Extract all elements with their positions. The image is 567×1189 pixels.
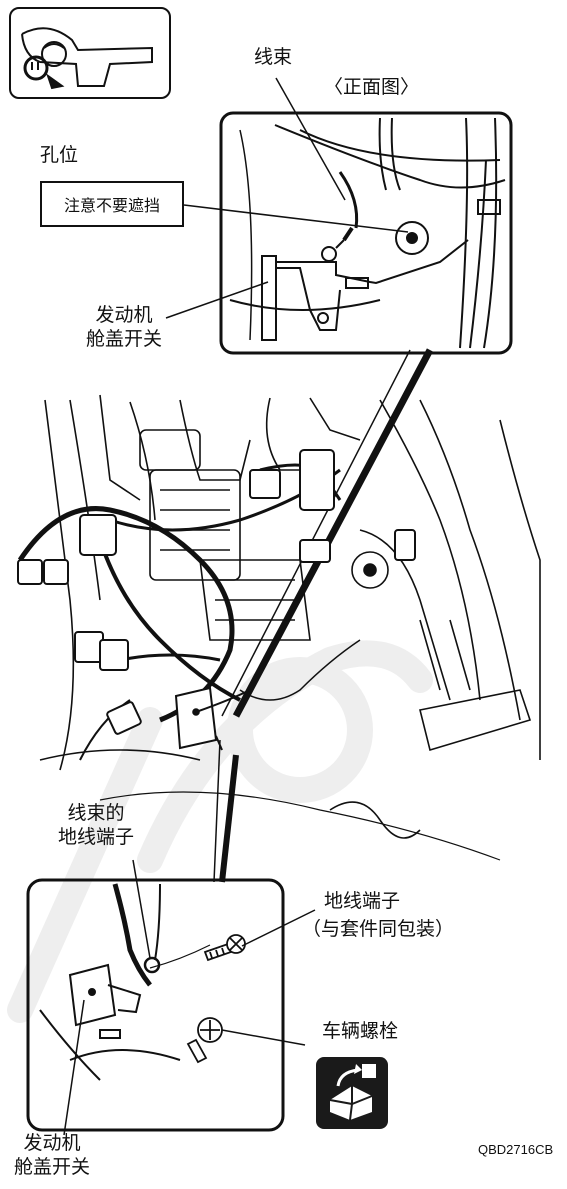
label-packed-with-kit: （与套件同包装） [302,918,455,940]
label-hood-switch-bottom: 发动机 舱盖开关 [4,1132,100,1180]
torque-tool-icon [316,1057,388,1129]
ground-detail-box [26,878,285,1132]
dashboard-locator-icon [9,7,171,99]
label-hood-switch-top: 发动机 舱盖开关 [76,304,172,352]
front-view-detail [219,111,513,355]
figure-code: QBD2716CB [478,1142,554,1157]
watermark [7,640,433,1023]
label-hood-switch-bottom-line1: 发动机 [23,1132,81,1154]
callout-lines [213,348,434,883]
main-harness-drawing [17,394,541,861]
label-ground-terminal: 地线端子 [324,890,401,912]
label-hood-switch-bottom-line2: 舱盖开关 [13,1155,90,1178]
label-harness-ground-line2: 地线端子 [57,825,134,848]
label-vehicle-bolt: 车辆螺栓 [322,1020,399,1042]
label-hood-switch-top-line1: 发动机 [95,304,153,326]
leaders-bottom [63,859,316,1136]
label-hood-switch-top-line2: 舱盖开关 [85,327,162,350]
label-do-not-cover: 注意不要遮挡 [40,181,184,227]
label-harness-ground: 线束的 地线端子 [48,802,144,850]
label-front-view: 〈正面图〉 [324,76,420,98]
label-harness-ground-line1: 线束的 [67,802,125,824]
label-harness-top: 线束 [254,46,293,68]
leaders-top [165,77,409,319]
label-hole-position: 孔位 [40,144,79,166]
